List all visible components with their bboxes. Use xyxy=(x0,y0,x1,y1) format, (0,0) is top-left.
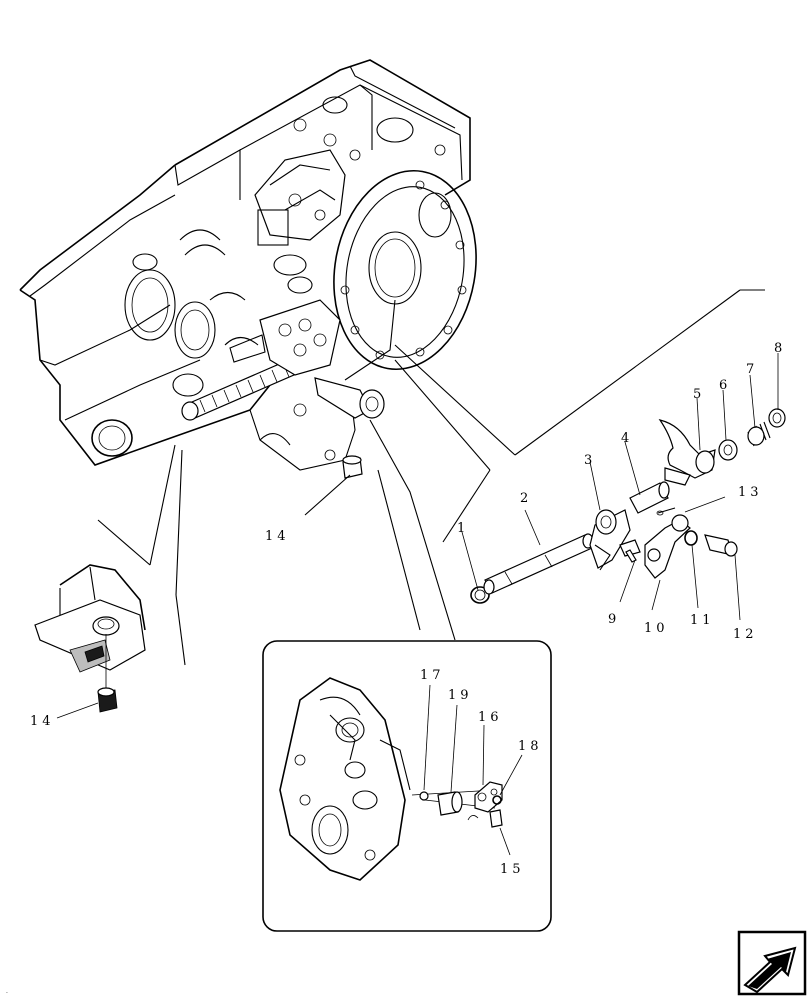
transmission-housing xyxy=(19,59,477,471)
callout-12: 12 xyxy=(733,627,758,642)
callout-18: 18 xyxy=(518,739,543,754)
callout-4: 4 xyxy=(621,431,633,446)
callout-14-upper: 14 xyxy=(265,529,290,544)
callout-8: 8 xyxy=(774,341,786,356)
callout-7: 7 xyxy=(746,362,758,377)
callout-1: 1 xyxy=(457,521,469,536)
plug-detail-view xyxy=(34,564,146,719)
corner-mark: · xyxy=(6,990,8,997)
leader-lines xyxy=(97,289,765,666)
next-page-arrow-icon[interactable] xyxy=(737,930,807,996)
callout-3: 3 xyxy=(584,453,596,468)
inset-detail-panel xyxy=(262,640,552,932)
callout-17: 17 xyxy=(420,668,445,683)
callout-9: 9 xyxy=(608,612,620,627)
callout-6: 6 xyxy=(719,378,731,393)
installed-shift-shaft xyxy=(181,299,385,421)
callout-16: 16 xyxy=(478,710,503,725)
callout-5: 5 xyxy=(693,387,705,402)
callout-13: 13 xyxy=(738,485,763,500)
callout-14-lower: 14 xyxy=(30,714,55,729)
callout-19: 19 xyxy=(448,688,473,703)
housing-plug-14 xyxy=(342,455,363,479)
callout-2: 2 xyxy=(520,491,532,506)
callout-11: 11 xyxy=(690,613,715,628)
exploded-parts xyxy=(461,353,786,621)
callout-15: 15 xyxy=(500,862,525,877)
callout-labels: 1 2 3 4 5 6 7 8 9 10 11 12 13 14 14 15 1… xyxy=(30,341,786,877)
callout-10: 10 xyxy=(644,621,669,636)
